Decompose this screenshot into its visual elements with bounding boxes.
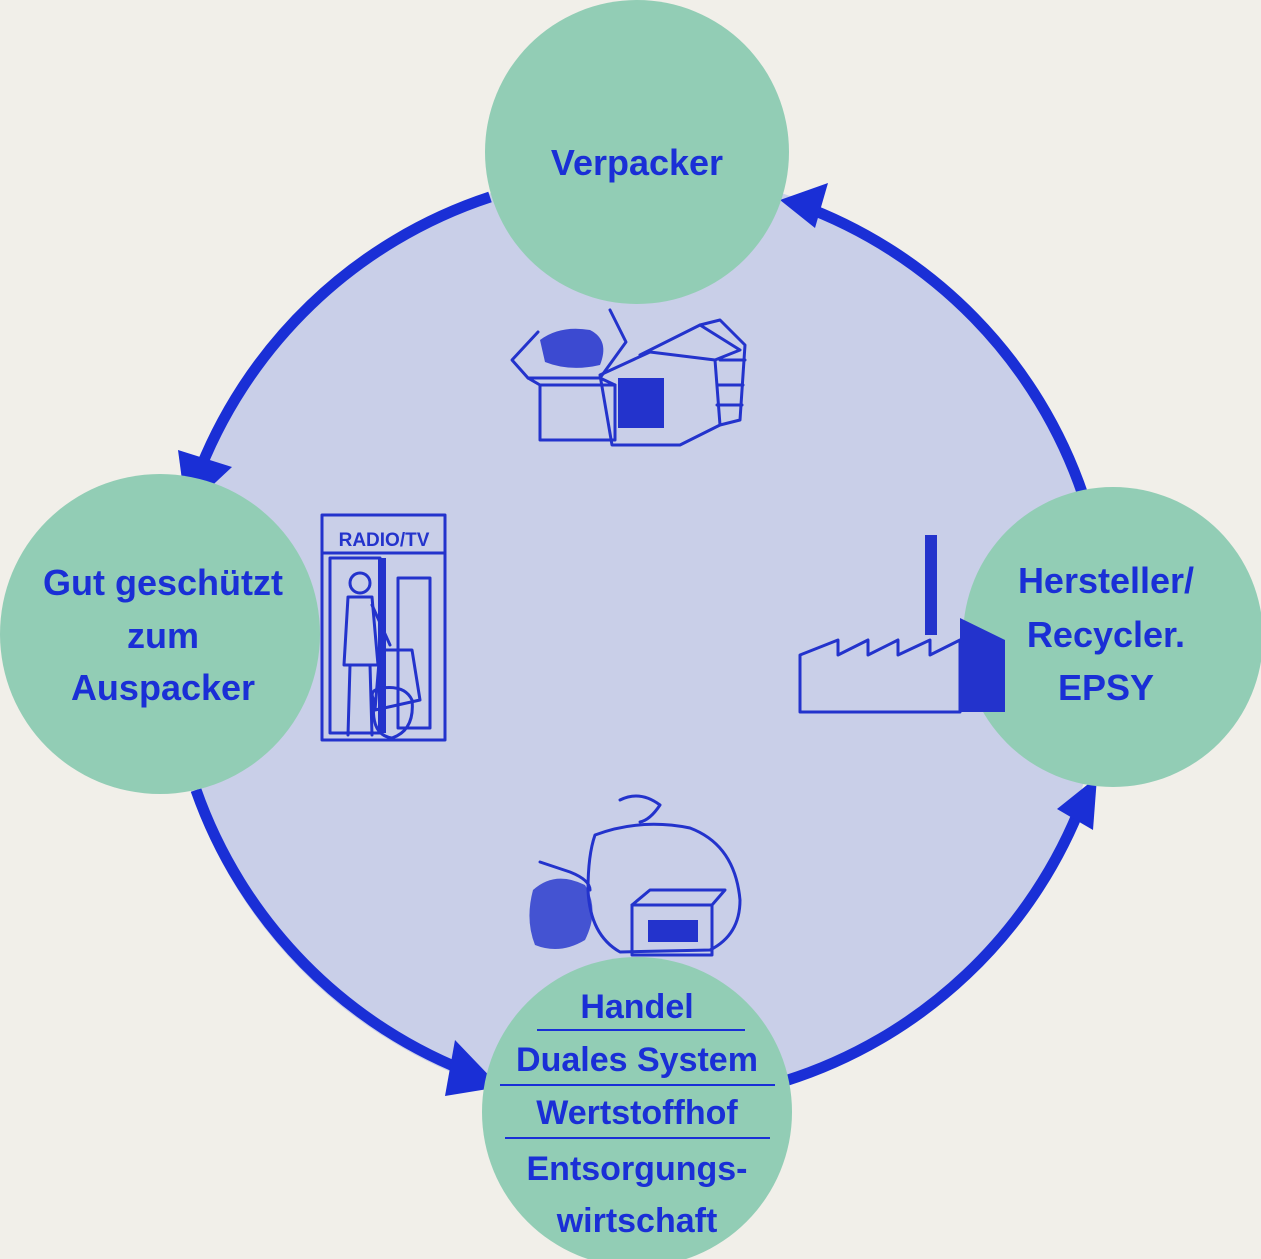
- node-bottom-label-line2: Duales System: [516, 1041, 758, 1079]
- node-bottom-label-line5: wirtschaft: [556, 1202, 718, 1240]
- shop-sign-text: RADIO/TV: [339, 530, 430, 551]
- node-left-label-line2: zum: [127, 615, 199, 656]
- node-bottom-label-line4: Entsorgungs-: [527, 1150, 748, 1188]
- node-right-label-line3: EPSY: [1058, 667, 1154, 708]
- node-left-label-line1: Gut geschützt: [43, 562, 283, 603]
- node-bottom-label-line3: Wertstoffhof: [536, 1094, 738, 1132]
- node-top-label: Verpacker: [551, 142, 723, 183]
- node-bottom-label-line1: Handel: [580, 988, 693, 1026]
- node-right-label-line1: Hersteller/: [1018, 560, 1194, 601]
- node-left-label-line3: Auspacker: [71, 667, 255, 708]
- node-right-label-line2: Recycler.: [1027, 614, 1185, 655]
